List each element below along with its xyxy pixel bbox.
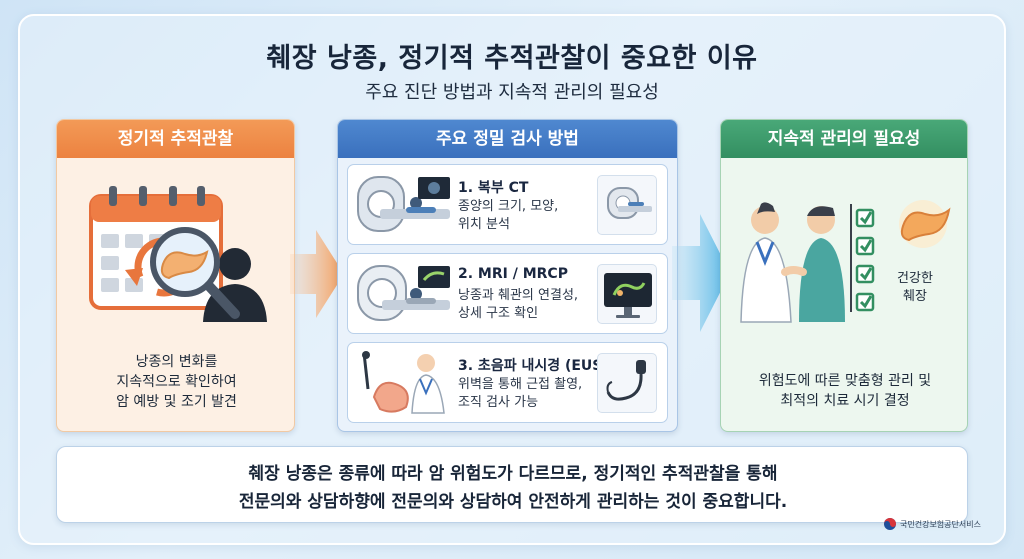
follow-up-header: 정기적 추적관찰 [57,120,294,158]
exam-methods-panel: 주요 정밀 검사 방법 1. 복부 CT 종양의 크기, 모양, 위치 분석 [337,119,678,432]
ct-thumbnail-icon [607,187,652,219]
endoscope-icon [362,351,445,414]
healthy-pancreas-label: 건강한 췌장 [897,271,933,304]
management-caption: 위험도에 따른 맞춤형 관리 및 최적의 치료 시기 결정 [758,373,932,409]
page-title: 췌장 낭종, 정기적 추적관찰이 중요한 이유 [266,43,758,74]
summary-box: 췌장 낭종은 종류에 따라 암 위험도가 다르므로, 정기적인 추적관찰을 통해… [56,446,968,523]
person-icon [203,248,267,322]
summary-line-1: 췌장 낭종은 종류에 따라 암 위험도가 다르므로, 정기적인 추적관찰을 통해 [248,464,778,484]
consultation-illustration [740,200,951,323]
mri-thumbnail [597,264,657,324]
management-panel: 지속적 관리의 필요성 [720,119,968,432]
magnifier-icon [150,227,240,319]
follow-up-panel: 정기적 추적관찰 낭종의 변화를 [56,119,295,432]
doctor-icon [740,202,792,323]
ct-thumbnail [597,175,657,235]
checklist-icon [850,204,875,312]
follow-up-caption: 낭종의 변화를 지속적으로 확인하여 암 예방 및 조기 발견 [116,354,237,410]
monitor-icon [604,273,652,318]
pancreas-icon [160,249,209,280]
summary-line-2: 전문의와 상담하향에 전문의와 상담하여 안전하게 관리하는 것이 중요합니다. [238,492,788,512]
eus-thumbnail [597,353,657,413]
endoscope-tool-icon [606,360,646,401]
ct-scanner-icon [357,176,450,232]
page-subtitle: 주요 진단 방법과 지속적 관리의 필요성 [365,82,659,103]
exam-card-eus: 3. 초음파 내시경 (EUS) 위벽을 통해 근접 촬영, 조직 검사 가능 [347,342,668,423]
exam-methods-header: 주요 정밀 검사 방법 [338,120,677,158]
taegeuk-logo-icon [884,518,896,530]
exam-card-ct: 1. 복부 CT 종양의 크기, 모양, 위치 분석 [347,164,668,245]
calendar-magnifier-illustration [89,186,267,322]
management-header: 지속적 관리의 필요성 [721,120,967,158]
mri-scanner-icon [357,265,450,321]
doctor-icon [411,374,445,414]
footer-logo: 국민건강보험공단서비스 [883,517,981,531]
arrow-blue-icon [672,214,730,332]
arrow-orange-icon [290,230,344,318]
exam-card-mri: 2. MRI / MRCP 낭종과 췌관의 연결성, 상세 구조 확인 [347,253,668,334]
pancreas-icon [899,200,951,248]
patient-icon [799,206,845,322]
